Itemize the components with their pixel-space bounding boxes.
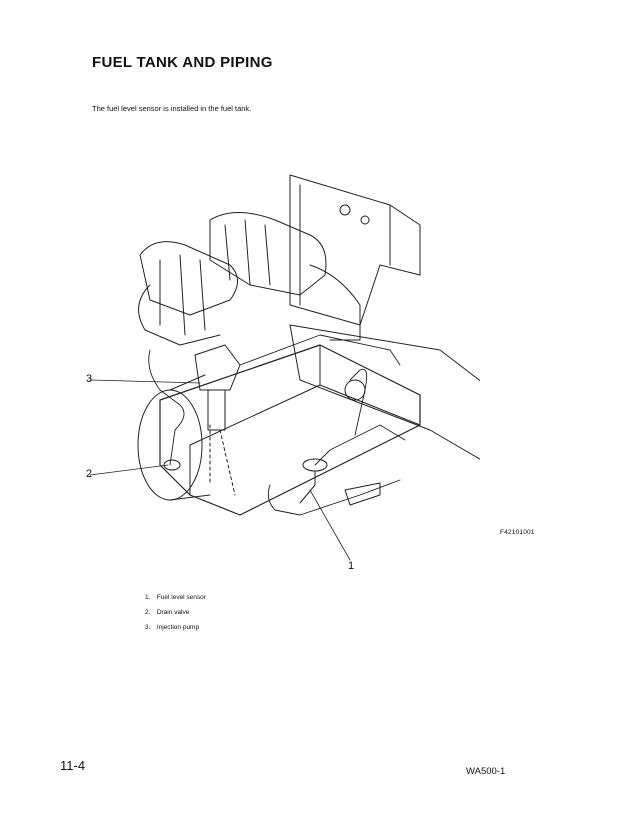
legend-label: Drain valve xyxy=(156,609,190,616)
callout-3: 3 xyxy=(86,373,93,385)
legend-number: 1. xyxy=(145,594,151,601)
callout-2: 2 xyxy=(86,468,93,480)
legend-label: Injection pump xyxy=(156,624,200,631)
page-title: FUEL TANK AND PIPING xyxy=(92,54,273,71)
model-code: WA500-1 xyxy=(466,766,506,777)
legend-number: 2. xyxy=(145,609,151,616)
legend-item: 3. Injection pump xyxy=(145,624,206,631)
page-number: 11-4 xyxy=(60,758,86,773)
legend-label: Fuel level sensor xyxy=(156,594,206,601)
legend-item: 2. Drain valve xyxy=(145,609,206,616)
intro-text: The fuel level sensor is installed in th… xyxy=(92,104,252,113)
legend-item: 1. Fuel level sensor xyxy=(145,594,206,601)
callout-1: 1 xyxy=(348,560,355,572)
figure-code: F42101001 xyxy=(500,529,535,536)
fuel-tank-illustration xyxy=(89,174,480,561)
legend-list: 1. Fuel level sensor 2. Drain valve 3. I… xyxy=(145,594,206,639)
legend-number: 3. xyxy=(145,624,151,631)
